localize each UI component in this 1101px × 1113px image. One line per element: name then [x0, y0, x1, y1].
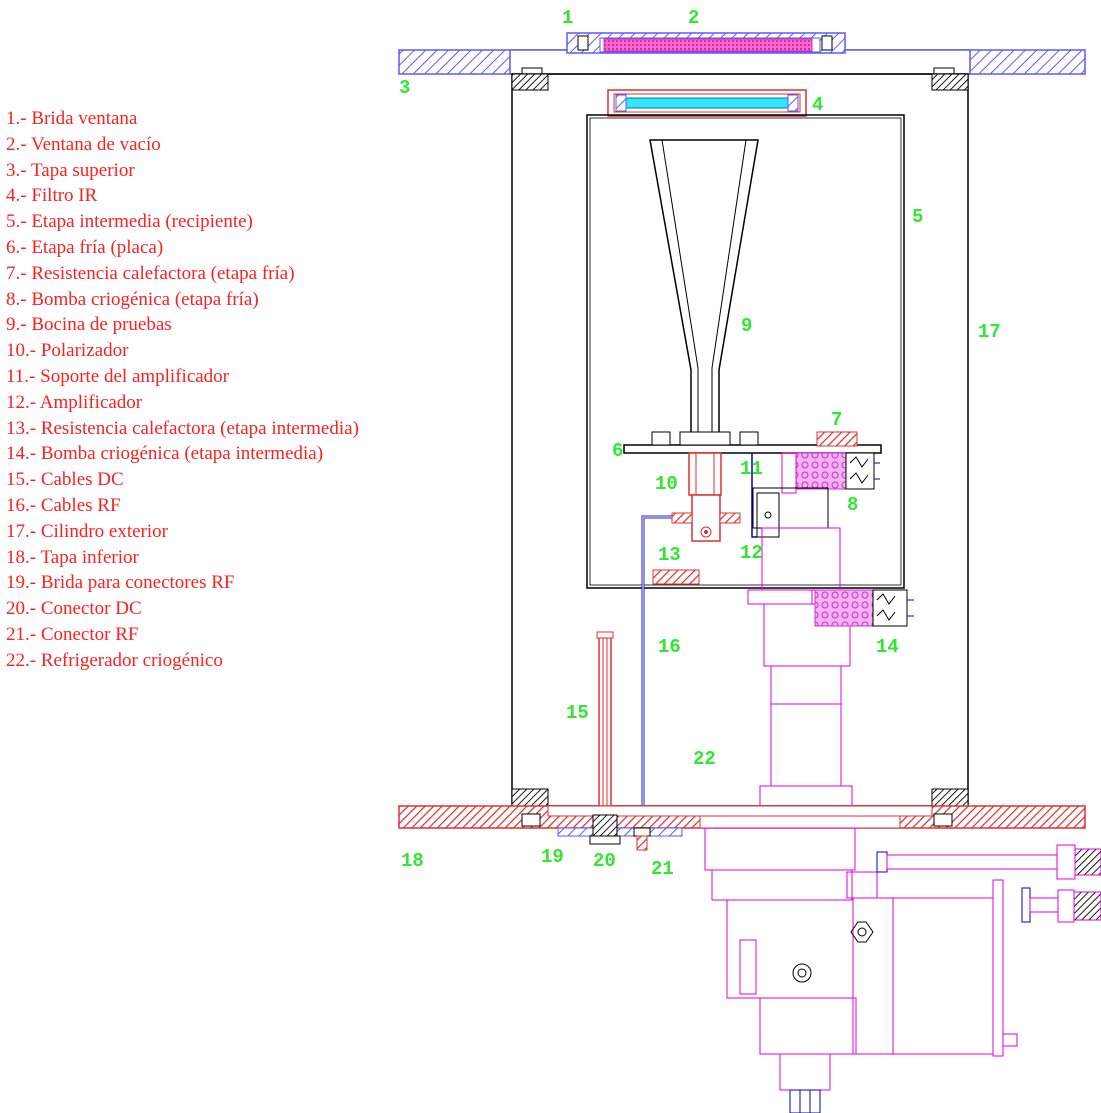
dc-connector — [589, 814, 621, 845]
legend-item: 8.- Bomba criogénica (etapa fría) — [6, 288, 259, 310]
callout-3: 3 — [399, 77, 410, 99]
callout-18: 18 — [401, 850, 424, 872]
legend-item: 13.- Resistencia calefactora (etapa inte… — [6, 417, 359, 439]
legend-item: 14.- Bomba criogénica (etapa intermedia) — [6, 443, 324, 465]
cold-stage-heater — [816, 431, 858, 447]
callout-13: 13 — [658, 544, 681, 566]
legend-item: 16.- Cables RF — [6, 494, 121, 516]
legend-item: 2.- Ventana de vacío — [6, 133, 161, 155]
legend-item: 15.- Cables DC — [6, 469, 124, 491]
rf-cable — [641, 515, 672, 808]
cryocooler — [704, 827, 1101, 1113]
callout-5: 5 — [912, 206, 923, 228]
legend-item: 17.- Cilindro exterior — [6, 520, 168, 542]
dc-cables — [596, 631, 614, 808]
amplifier-support — [751, 453, 757, 538]
bottom-flange — [398, 805, 1086, 829]
callout-17: 17 — [978, 321, 1001, 343]
amplifier — [756, 492, 780, 538]
legend-item: 9.- Bocina de pruebas — [6, 314, 172, 336]
callout-2: 2 — [688, 7, 699, 29]
callout-22: 22 — [693, 748, 716, 770]
rf-connector — [633, 827, 651, 851]
legend-item: 3.- Tapa superior — [6, 159, 135, 181]
callout-16: 16 — [658, 636, 681, 658]
callout-10: 10 — [655, 473, 678, 495]
callout-8: 8 — [847, 494, 858, 516]
top-flange — [398, 49, 1086, 81]
callout-11: 11 — [740, 458, 763, 480]
parts-legend: 1.- Brida ventana 2.- Ventana de vacío 3… — [6, 106, 359, 674]
legend-item: 20.- Conector DC — [6, 598, 142, 620]
callout-6: 6 — [612, 440, 623, 462]
callout-20: 20 — [593, 850, 616, 872]
callout-19: 19 — [541, 846, 564, 868]
legend-item: 6.- Etapa fría (placa) — [6, 236, 164, 258]
legend-item: 4.- Filtro IR — [6, 185, 98, 207]
legend-item: 19.- Brida para conectores RF — [6, 572, 235, 594]
callout-1: 1 — [562, 7, 573, 29]
intermediate-heater — [652, 569, 700, 585]
callout-12: 12 — [740, 542, 763, 564]
legend-item: 5.- Etapa intermedia (recipiente) — [6, 211, 253, 233]
rf-connector-flange — [557, 827, 683, 837]
callout-15: 15 — [566, 702, 589, 724]
intermediate-cryopump — [814, 589, 914, 627]
legend-item: 11.- Soporte del amplificador — [6, 365, 230, 387]
callout-numbers: 1 2 3 4 5 6 7 8 9 10 11 12 13 14 15 16 1… — [399, 7, 1001, 880]
ir-filter — [607, 89, 807, 117]
callout-7: 7 — [831, 409, 842, 431]
callout-21: 21 — [651, 858, 674, 880]
legend-item: 21.- Conector RF — [6, 623, 139, 645]
legend-item: 1.- Brida ventana — [6, 108, 138, 129]
test-horn — [649, 139, 759, 451]
legend-item: 18.- Tapa inferior — [6, 546, 139, 568]
polarizer — [671, 452, 741, 542]
callout-9: 9 — [741, 315, 752, 337]
legend-item: 10.- Polarizador — [6, 340, 129, 362]
legend-item: 22.- Refrigerador criogénico — [6, 649, 223, 671]
legend-item: 7.- Resistencia calefactora (etapa fría) — [6, 262, 295, 284]
vacuum-window — [603, 38, 813, 52]
cryocooler-shaft — [747, 452, 853, 809]
legend-item: 12.- Amplificador — [6, 391, 143, 413]
cold-stage-cryopump — [795, 452, 880, 490]
intermediate-stage — [586, 114, 905, 589]
callout-4: 4 — [812, 94, 823, 116]
callout-14: 14 — [876, 636, 899, 658]
